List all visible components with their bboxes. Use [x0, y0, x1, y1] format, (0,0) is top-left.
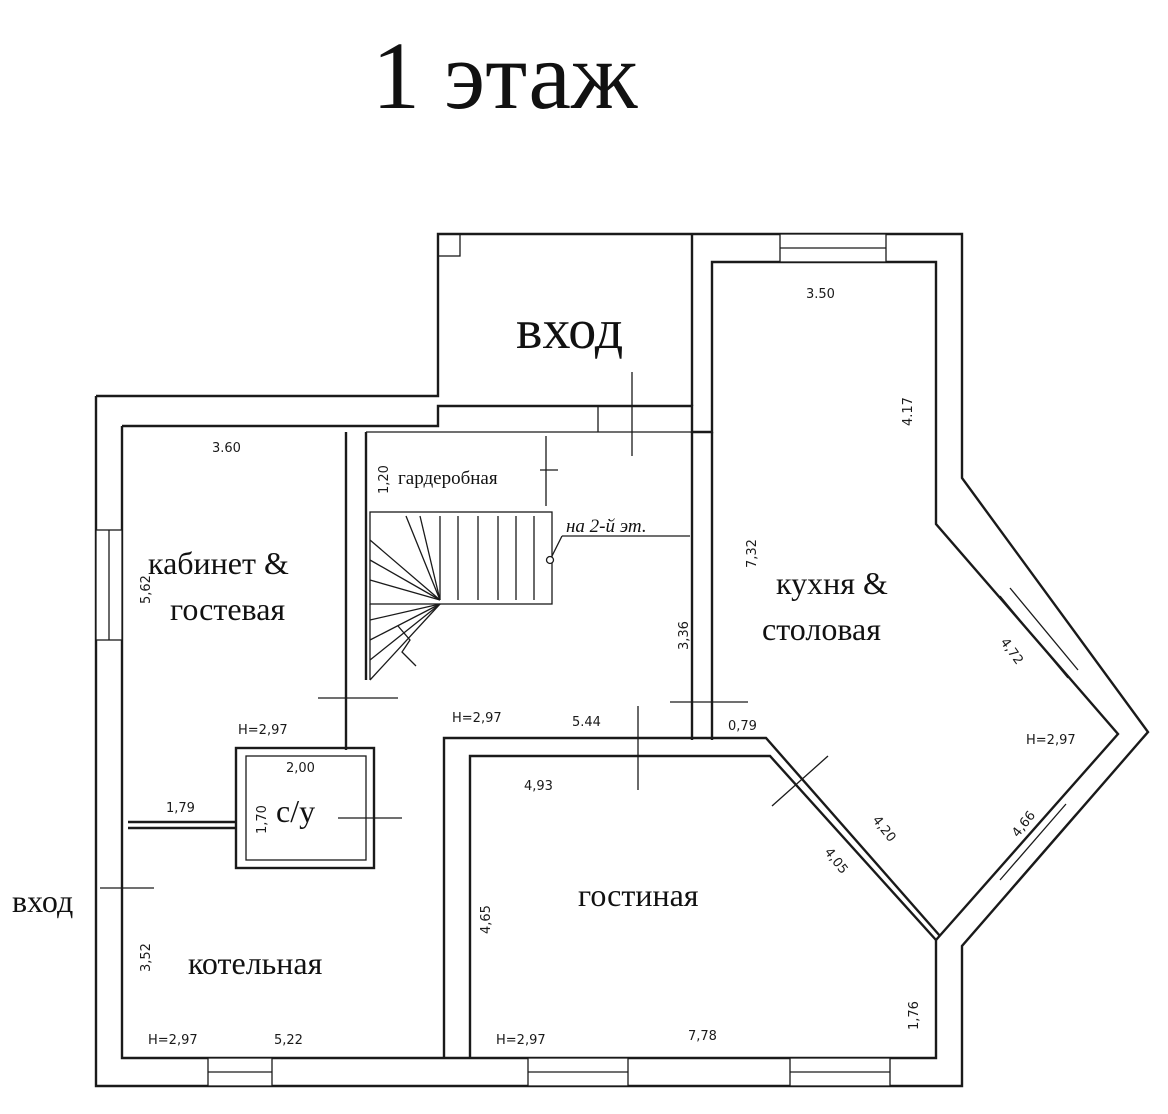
label-cloakroom: гардеробная — [398, 468, 498, 489]
dim-kitchen-width: 3.50 — [806, 287, 835, 302]
dim-kitchen-depth: 7,32 — [745, 539, 760, 568]
dim-office-h: H=2,97 — [238, 723, 288, 738]
staircase — [369, 436, 690, 681]
dim-boiler-width: 5,22 — [274, 1033, 303, 1048]
label-boiler: котельная — [188, 945, 323, 981]
windows — [95, 233, 1079, 1087]
dim-office-depth: 5,62 — [139, 575, 154, 604]
entrance-porch — [437, 233, 694, 456]
dim-office-width: 3.60 — [212, 441, 241, 456]
dim-living-width-top: 4,93 — [524, 779, 553, 794]
dim-kitchen-bay2: 4,66 — [1009, 808, 1039, 840]
dim-cloak-depth: 1,20 — [377, 465, 392, 494]
floor-title: 1 этаж — [372, 22, 638, 129]
dim-living-width: 7,78 — [688, 1029, 717, 1044]
dim-living-h: H=2,97 — [496, 1033, 546, 1048]
dim-kitchen-bay1: 4,72 — [997, 636, 1026, 668]
dim-living-diag: 4,05 — [821, 845, 851, 877]
dim-living-depth: 4,65 — [479, 905, 494, 934]
label-office-line1: кабинет & — [148, 545, 289, 581]
dim-hall-h: H=2,97 — [452, 711, 502, 726]
label-kitchen-line2: столовая — [762, 611, 881, 647]
label-entrance-left: вход — [12, 883, 73, 919]
dim-boiler-depth: 3,52 — [139, 943, 154, 972]
interior-walls — [100, 431, 941, 1058]
dim-kitchen-h: H=2,97 — [1026, 733, 1076, 748]
dim-passage: 0,79 — [728, 719, 757, 734]
dim-living-side: 1,76 — [907, 1001, 922, 1030]
label-kitchen-line1: кухня & — [776, 565, 888, 601]
dim-hall-height: 3,36 — [677, 621, 692, 650]
dim-wc-depth: 1,70 — [255, 805, 270, 834]
dim-hall-width: 5.44 — [572, 715, 601, 730]
label-entrance-top: вход — [516, 299, 623, 361]
label-stairs-up: на 2-й эт. — [566, 516, 647, 537]
label-living: гостиная — [578, 877, 699, 913]
dim-diag-wall: 4,20 — [869, 813, 899, 845]
dim-boiler-h: H=2,97 — [148, 1033, 198, 1048]
dim-boiler-width-top: 1,79 — [166, 801, 195, 816]
label-wc: с/у — [276, 793, 315, 829]
dimension-labels: 3.60 5,62 1,20 3,36 5.44 H=2,97 H=2,97 3… — [139, 287, 1076, 1048]
label-office-line2: гостевая — [170, 591, 285, 627]
dim-kitchen-side: 4.17 — [901, 397, 916, 426]
dim-wc-width: 2,00 — [286, 761, 315, 776]
